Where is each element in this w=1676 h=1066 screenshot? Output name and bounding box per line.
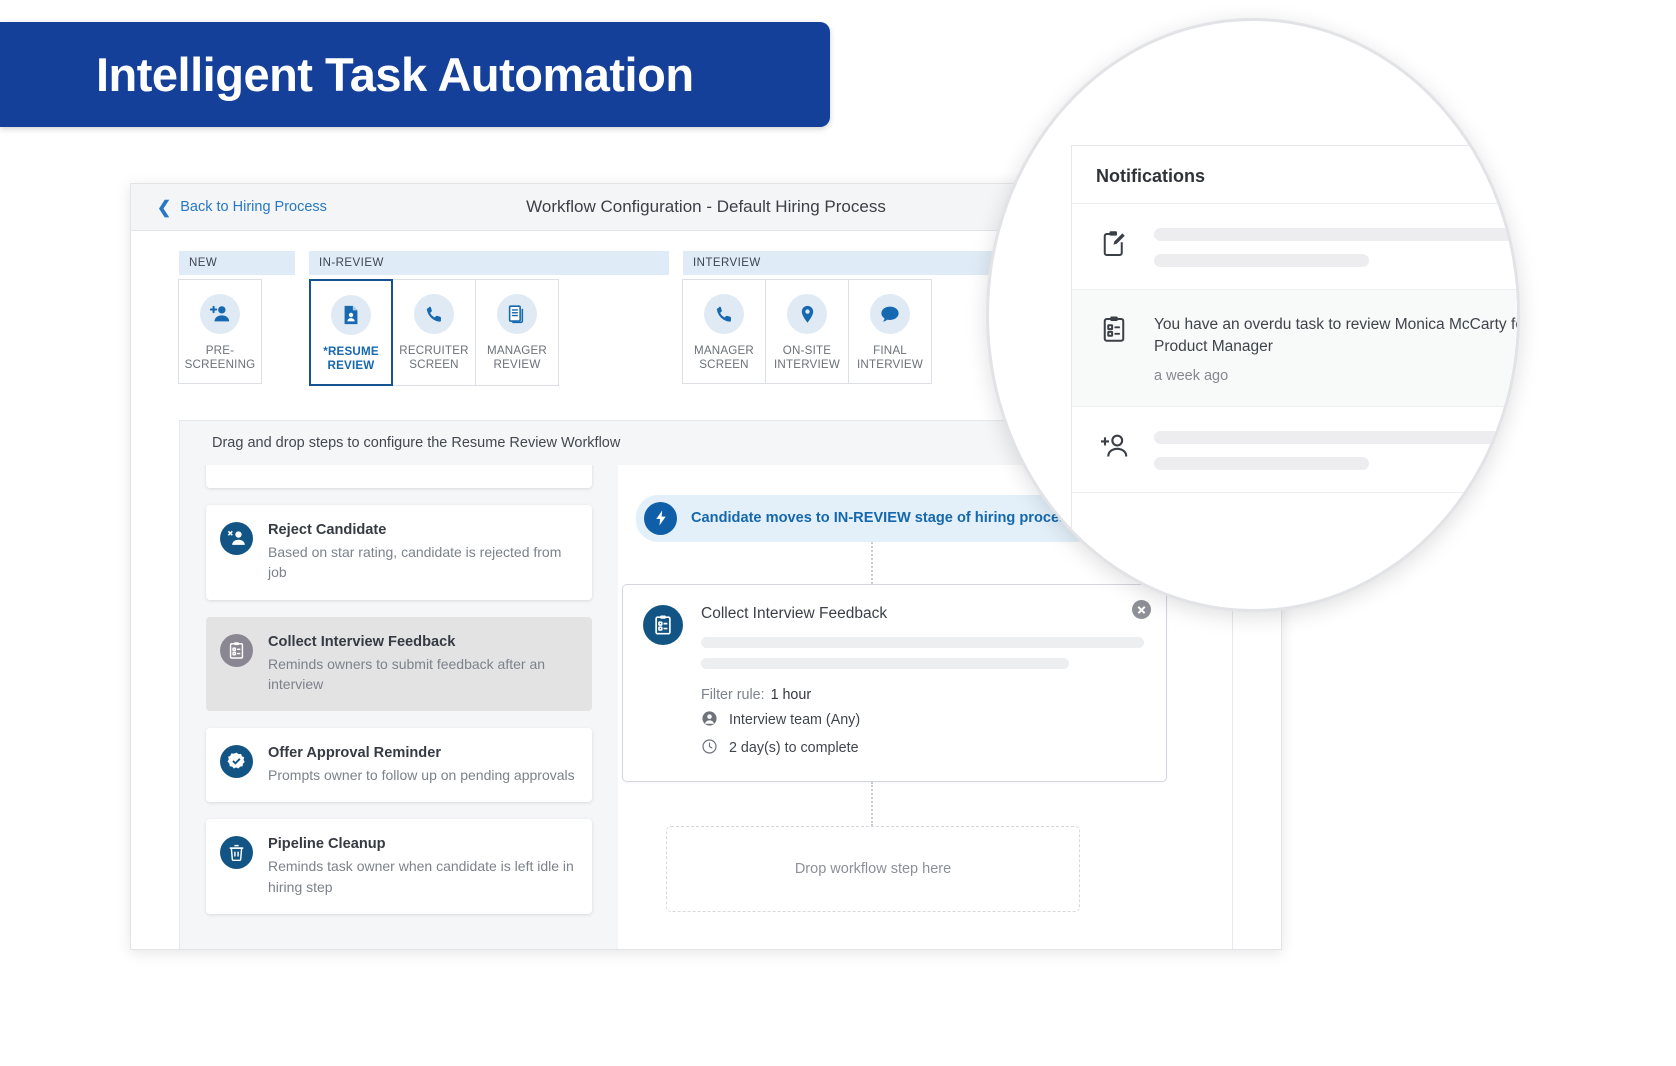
magnifier-lens: Notifications xyxy=(986,18,1520,612)
step-title: Pipeline Cleanup xyxy=(268,836,386,853)
lightning-bolt-icon xyxy=(644,501,677,535)
back-link-label: Back to Hiring Process xyxy=(180,199,327,215)
list-item-reject-candidate[interactable]: Reject Candidate Based on star rating, c… xyxy=(206,504,592,600)
stage-label-in-review: IN-REVIEW xyxy=(309,251,669,275)
stage-card-label: *RESUME REVIEW xyxy=(323,345,379,373)
list-item-overdue-task[interactable]: You have an overdu task to review Monica… xyxy=(1072,290,1520,407)
stage-card-manager-screen[interactable]: MANAGER SCREEN xyxy=(682,279,766,384)
stage-card-label: RECRUITER SCREEN xyxy=(399,344,469,372)
stage-column-new: NEW PRE- SCREENING xyxy=(178,251,295,384)
stage-label-interview: INTERVIEW xyxy=(683,251,1043,275)
page-banner: Intelligent Task Automation xyxy=(0,22,830,127)
add-person-icon xyxy=(1096,429,1132,461)
stage-card-pre-screening[interactable]: PRE- SCREENING xyxy=(178,279,262,384)
stage-card-resume-review[interactable]: *RESUME REVIEW xyxy=(309,279,393,386)
stage-card-final-interview[interactable]: FINAL INTERVIEW xyxy=(848,279,932,384)
add-person-icon xyxy=(200,294,240,334)
chevron-left-icon: ❮ xyxy=(157,197,172,217)
connector-line-1 xyxy=(871,541,873,584)
clipboard-list-icon xyxy=(220,633,253,667)
workflow-step-card[interactable]: Collect Interview Feedback Filter rule: 1… xyxy=(622,583,1167,782)
stage-cards-interview: MANAGER SCREEN ON-SITE INTERVIEW xyxy=(682,279,1043,384)
trigger-label: Candidate moves to IN-REVIEW stage of hi… xyxy=(691,510,1076,527)
user-icon xyxy=(701,710,718,731)
step-description: Prompts owner to follow up on pending ap… xyxy=(268,767,575,784)
phone-icon xyxy=(704,294,744,334)
list-item[interactable] xyxy=(1072,407,1517,493)
filter-rule-label: Filter rule: xyxy=(701,686,765,703)
placeholder-bar xyxy=(701,636,1144,648)
trash-icon xyxy=(220,836,253,870)
stage-card-label: FINAL INTERVIEW xyxy=(856,344,923,372)
reject-person-icon xyxy=(220,521,253,555)
clipboard-edit-icon xyxy=(1096,226,1132,258)
filter-rule-row: Filter rule: 1 hour xyxy=(701,687,1144,703)
notifications-title: Notifications xyxy=(1072,146,1517,204)
close-icon[interactable] xyxy=(1132,599,1151,619)
back-to-hiring-process-link[interactable]: ❮ Back to Hiring Process xyxy=(157,199,327,216)
list-item[interactable] xyxy=(1072,204,1517,290)
placeholder-bar xyxy=(1154,228,1517,241)
banner-title: Intelligent Task Automation xyxy=(96,48,694,101)
step-description: Based on star rating, candidate is rejec… xyxy=(268,543,562,581)
chat-bubble-icon xyxy=(870,294,910,334)
stage-card-recruiter-screen[interactable]: RECRUITER SCREEN xyxy=(392,279,476,386)
assignee-label: Interview team (Any) xyxy=(729,712,861,729)
workflow-editor: schedule link to candidate Reject Candid… xyxy=(179,464,1233,949)
stage-card-label: MANAGER SCREEN xyxy=(693,344,755,372)
clipboard-list-icon xyxy=(643,604,683,645)
list-item[interactable]: schedule link to candidate xyxy=(206,464,592,488)
stage-card-label: PRE- SCREENING xyxy=(184,344,256,372)
stage-card-manager-review[interactable]: MANAGER REVIEW xyxy=(475,279,559,386)
stage-card-on-site-interview[interactable]: ON-SITE INTERVIEW xyxy=(765,279,849,384)
placeholder-bar xyxy=(1154,431,1517,444)
stage-label-new: NEW xyxy=(179,251,295,275)
stage-column-interview: INTERVIEW MANAGER SCREEN xyxy=(682,251,1043,384)
workflow-trigger[interactable]: Candidate moves to IN-REVIEW stage of hi… xyxy=(636,494,1098,542)
stage-card-label: ON-SITE INTERVIEW xyxy=(773,344,840,372)
step-title: Reject Candidate xyxy=(268,521,387,538)
connector-line-2 xyxy=(871,781,873,826)
placeholder-bar xyxy=(701,657,1069,669)
notifications-panel: Notifications xyxy=(1071,145,1520,546)
notification-message: You have an overdu task to review Monica… xyxy=(1154,316,1520,355)
drop-workflow-step-zone[interactable]: Drop workflow step here xyxy=(666,825,1080,912)
list-item-pipeline-cleanup[interactable]: Pipeline Cleanup Reminds task owner when… xyxy=(206,819,592,915)
stage-cards-new: PRE- SCREENING xyxy=(178,279,295,384)
approval-badge-icon xyxy=(220,745,253,779)
step-description: Reminds task owner when candidate is lef… xyxy=(268,858,574,895)
documents-icon xyxy=(497,294,537,334)
list-item-offer-approval-reminder[interactable]: Offer Approval Reminder Prompts owner to… xyxy=(206,728,592,803)
step-title: Collect Interview Feedback xyxy=(268,633,456,650)
due-row: 2 day(s) to complete xyxy=(701,738,1144,759)
stage-column-in-review: IN-REVIEW *RESUME REVIEW xyxy=(309,251,669,386)
workflow-canvas: Candidate moves to IN-REVIEW stage of hi… xyxy=(618,464,1232,949)
filter-rule-value: 1 hour xyxy=(770,686,812,703)
due-label: 2 day(s) to complete xyxy=(729,740,859,757)
stage-card-label: MANAGER REVIEW xyxy=(486,344,548,372)
list-item-collect-interview-feedback[interactable]: Collect Interview Feedback Reminds owner… xyxy=(206,616,592,712)
placeholder-bar xyxy=(1154,254,1370,267)
phone-icon xyxy=(414,294,454,334)
dropzone-label: Drop workflow step here xyxy=(794,860,952,877)
step-description: Reminds owners to submit feedback after … xyxy=(268,655,546,692)
stage-cards-in-review: *RESUME REVIEW RECRUITER SCREEN xyxy=(309,279,669,386)
step-library-panel[interactable]: schedule link to candidate Reject Candid… xyxy=(180,464,618,949)
assignee-row: Interview team (Any) xyxy=(701,710,1144,731)
notification-timestamp: a week ago xyxy=(1154,368,1229,384)
clock-icon xyxy=(701,738,718,759)
placeholder-bar xyxy=(1154,457,1370,470)
workflow-step-title: Collect Interview Feedback xyxy=(701,604,888,622)
location-pin-icon xyxy=(787,294,827,334)
step-title: Offer Approval Reminder xyxy=(268,745,441,762)
resume-document-icon xyxy=(331,295,371,335)
clipboard-list-icon xyxy=(1096,312,1132,344)
